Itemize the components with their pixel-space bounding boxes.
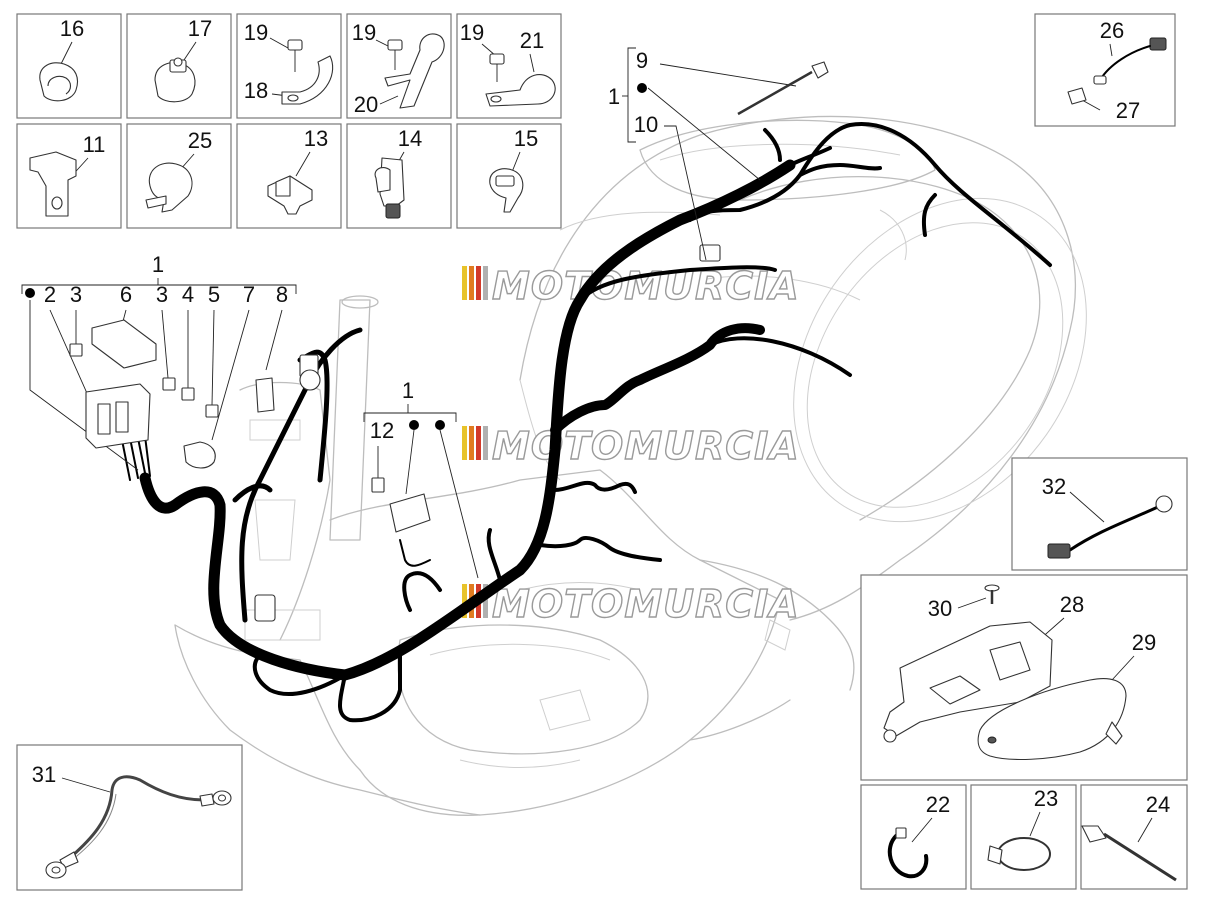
callout-22: 22 (926, 792, 950, 817)
part-box-19-20: 19 20 (346, 13, 452, 119)
part-box-19-21: 19 21 (456, 13, 562, 119)
callout-23: 23 (1034, 786, 1058, 811)
callout-2: 2 (44, 282, 56, 307)
callout-10: 10 (634, 112, 658, 137)
callout-8: 8 (276, 282, 288, 307)
callout-19: 19 (244, 20, 268, 45)
callout-3: 3 (156, 282, 168, 307)
callout-32: 32 (1042, 474, 1066, 499)
callout-25: 25 (188, 128, 212, 153)
callout-27: 27 (1116, 98, 1140, 123)
callout-5: 5 (208, 282, 220, 307)
callout-17: 17 (188, 16, 212, 41)
callout-29: 29 (1132, 630, 1156, 655)
callout-24: 24 (1146, 792, 1170, 817)
callout-19: 19 (460, 20, 484, 45)
callout-21: 21 (520, 28, 544, 53)
callout-19: 19 (352, 20, 376, 45)
callout-6: 6 (120, 282, 132, 307)
watermark-text: MOTOMURCIA (492, 264, 800, 308)
watermark-middle: MOTOMURCIA (462, 423, 800, 469)
callout-12: 12 (370, 418, 394, 443)
part-box-25: 25 (126, 123, 232, 229)
watermark-top: MOTOMURCIA (462, 263, 800, 309)
callout-13: 13 (304, 126, 328, 151)
part-box-26-27: 26 27 (1034, 13, 1176, 127)
callout-26: 26 (1100, 18, 1124, 43)
watermark-bottom: MOTOMURCIA (462, 581, 800, 627)
callout-20: 20 (354, 92, 378, 117)
group-callout-1-left: 1 2 3 6 3 4 5 7 8 (21, 252, 297, 471)
group-callout-1-top: 1 9 10 (608, 47, 829, 261)
callout-1: 1 (402, 378, 414, 403)
callout-1: 1 (152, 252, 164, 277)
part-box-31: 31 (16, 744, 243, 891)
callout-18: 18 (244, 78, 268, 103)
scooter-body-outline (174, 115, 1087, 816)
part-box-32: 32 (1011, 457, 1188, 571)
part-box-15: 15 (456, 123, 562, 229)
callout-14: 14 (398, 126, 422, 151)
part-box-14: 14 (346, 123, 452, 229)
watermark-text: MOTOMURCIA (492, 582, 800, 626)
callout-28: 28 (1060, 592, 1084, 617)
callout-11: 11 (83, 132, 106, 157)
part-box-28-29-30: 30 28 29 (860, 574, 1188, 781)
group-callout-1-middle: 1 12 (363, 378, 479, 579)
part-box-24: 24 (1080, 784, 1188, 890)
main-wiring-harness (119, 122, 1052, 723)
part-box-22: 22 (860, 784, 967, 890)
part-box-11: 11 (16, 123, 122, 229)
callout-4: 4 (182, 282, 194, 307)
callout-15: 15 (514, 126, 538, 151)
part-box-16: 16 (16, 13, 122, 119)
callout-30: 30 (928, 596, 952, 621)
callout-3: 3 (70, 282, 82, 307)
part-box-13: 13 (236, 123, 342, 229)
part-box-18-19: 19 18 (236, 13, 342, 119)
callout-31: 31 (32, 762, 56, 787)
callout-9: 9 (636, 48, 648, 73)
callout-7: 7 (243, 282, 255, 307)
part-box-17: 17 (126, 13, 232, 119)
part-box-23: 23 (970, 784, 1077, 890)
watermark-text: MOTOMURCIA (492, 424, 800, 468)
harness-connectors (254, 244, 721, 622)
callout-16: 16 (60, 16, 84, 41)
callout-1: 1 (608, 84, 620, 109)
